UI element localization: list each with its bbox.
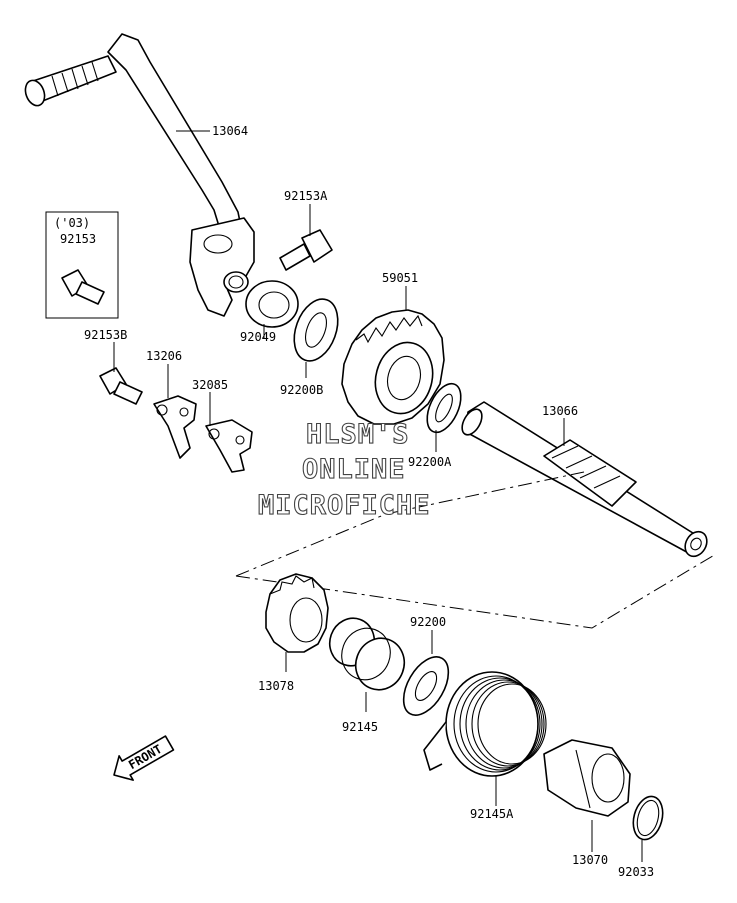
bolt-92153B [99, 367, 143, 405]
ratchet-13078 [265, 573, 329, 653]
watermark-line-1: HLSM'S [306, 419, 410, 450]
plate-32085 [205, 419, 253, 473]
label-92033: 92033 [618, 865, 654, 879]
label-32085: 32085 [192, 378, 228, 392]
watermark: HLSM'S ONLINE MICROFICHE [257, 418, 431, 521]
label-13078: 13078 [258, 679, 294, 693]
label-92200: 92200 [410, 615, 446, 629]
variant-year: ('03) [54, 216, 90, 230]
label-92200A: 92200A [408, 455, 452, 469]
plate-13206 [153, 395, 197, 459]
bolt-92153-variant [61, 269, 105, 305]
variant-part-number: 92153 [60, 232, 96, 246]
kick-gear-59051 [341, 309, 445, 425]
label-92145A: 92145A [470, 807, 514, 821]
kick-spring-92145A [423, 671, 547, 777]
label-59051: 59051 [382, 271, 418, 285]
oil-seal-92049 [245, 280, 299, 328]
watermark-line-2: ONLINE [302, 454, 406, 485]
label-92153B: 92153B [84, 328, 127, 342]
leader-lines [113, 130, 643, 862]
front-label: FRONT [126, 742, 164, 772]
label-13206: 13206 [146, 349, 182, 363]
label-13064: 13064 [212, 124, 248, 138]
kick-pedal-13064 [24, 33, 255, 317]
spring-92145 [328, 617, 406, 691]
label-13066: 13066 [542, 404, 578, 418]
label-92049: 92049 [240, 330, 276, 344]
front-arrow: FRONT [113, 735, 175, 781]
circlip-92033 [632, 795, 664, 841]
bolt-92153A [279, 229, 333, 271]
label-13070: 13070 [572, 853, 608, 867]
part-labels: 13064 92153A 92153B 13206 32085 92049 92… [84, 124, 654, 879]
kick-shaft-13066 [461, 401, 708, 558]
washer-92200 [402, 656, 450, 716]
label-92200B: 92200B [280, 383, 323, 397]
variant-box: ('03) 92153 [45, 211, 119, 319]
washer-92200A [426, 382, 462, 434]
label-92153A: 92153A [284, 189, 328, 203]
spring-guide-13070 [543, 739, 631, 817]
watermark-line-3: MICROFICHE [258, 490, 431, 521]
label-92145: 92145 [342, 720, 378, 734]
washer-92200B [293, 298, 339, 362]
